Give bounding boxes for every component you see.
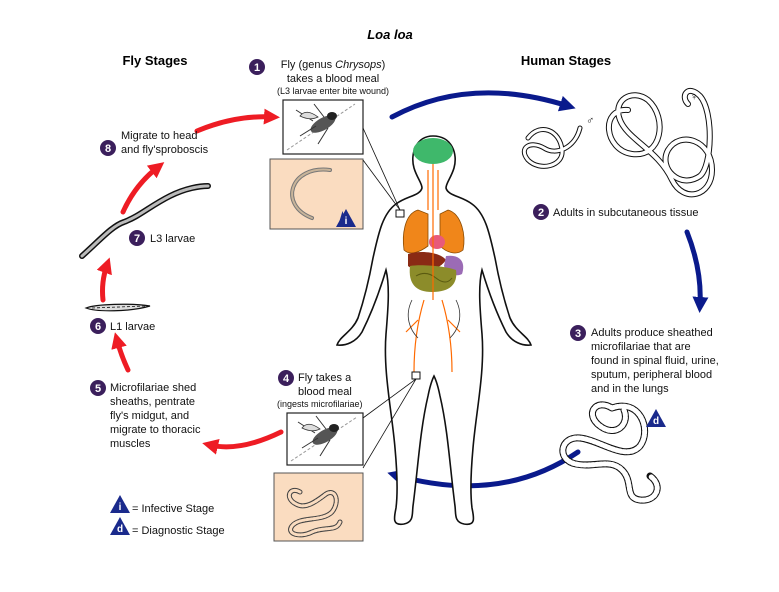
legend-infective-text: = Infective Stage: [132, 503, 214, 515]
step-2-text: Adults in subcutaneous tissue: [553, 207, 699, 219]
left-lung-organ: [402, 209, 429, 254]
step-8-text-line-1: Migrate to head: [121, 130, 197, 142]
step-6-number-badge: [90, 318, 106, 334]
step-4-text-line-2: blood meal: [298, 386, 352, 398]
step-3-number-badge: [570, 325, 586, 341]
l1-larva-illustration: [84, 303, 151, 312]
blood-vessels: [405, 164, 461, 373]
svg-text:1: 1: [254, 62, 260, 74]
arrow-step1-to-step2: [389, 90, 576, 120]
legend-diagnostic-stage: d = Diagnostic Stage: [110, 517, 225, 537]
step-5-label: 5 Microfilariae shed sheaths, pentrate f…: [90, 380, 201, 450]
step-3-text-line-5: and in the lungs: [591, 383, 669, 395]
step-1-label: 1 Fly (genus Chrysops) takes a blood mea…: [249, 59, 389, 96]
female-symbol: ♀: [690, 91, 698, 103]
svg-text:4: 4: [283, 373, 290, 385]
step-6-label: 6 L1 larvae: [90, 318, 155, 334]
legend-infective-icon: [110, 495, 130, 513]
arrow-step5-to-step6: [111, 332, 131, 373]
fly-stages-heading: Fly Stages: [122, 53, 187, 68]
svg-text:d: d: [653, 416, 659, 427]
svg-text:i: i: [119, 502, 122, 513]
sheathed-microfilariae-illustration: [559, 401, 661, 504]
step-8-number-badge: [100, 140, 116, 156]
step4-fly-panel: [286, 412, 364, 466]
infective-stage-icon: i: [336, 209, 356, 227]
step-2-number-badge: [533, 204, 549, 220]
step-5-number-badge: [90, 380, 106, 396]
step-3-text-line-1: Adults produce sheathed: [591, 327, 713, 339]
step-3-text-line-2: microfilariae that are: [591, 341, 691, 353]
step-4-text-line-1: Fly takes a: [298, 372, 352, 384]
human-stages-heading: Human Stages: [521, 53, 611, 68]
legend-diagnostic-icon: [110, 517, 130, 535]
arrow-step7-to-step8: [120, 162, 165, 215]
diagram-title: Loa loa: [367, 27, 413, 42]
step-6-text: L1 larvae: [110, 321, 155, 333]
arrow-step8-to-step1: [194, 108, 280, 134]
step1-fly-panel: [282, 99, 364, 155]
step-1-text-line-1: Fly (genus Chrysops): [281, 59, 386, 71]
svg-text:3: 3: [575, 328, 581, 340]
legend-infective-stage: i = Infective Stage: [110, 495, 214, 515]
step-5-text-line-3: fly's midgut, and: [110, 410, 189, 422]
male-symbol: ♂: [586, 115, 594, 127]
svg-text:i: i: [345, 216, 348, 227]
step-4-label: 4 Fly takes a blood meal (ingests microf…: [277, 370, 363, 409]
step-1-subtext: (L3 larvae enter bite wound): [277, 86, 389, 96]
step-5-text-line-5: muscles: [110, 438, 151, 450]
svg-text:2: 2: [538, 207, 544, 219]
step-8-label: 8 Migrate to head and fly'sproboscis: [100, 130, 209, 156]
svg-text:5: 5: [95, 383, 101, 395]
step-3-label: 3 Adults produce sheathed microfilariae …: [570, 325, 719, 395]
svg-text:d: d: [117, 524, 123, 535]
arrow-step2-to-step3: [684, 229, 709, 313]
l3-larva-illustration: [79, 183, 211, 259]
arrow-step4-to-step5: [202, 429, 284, 455]
svg-text:6: 6: [95, 321, 101, 333]
svg-text:7: 7: [134, 233, 140, 245]
step-7-text: L3 larvae: [150, 233, 195, 245]
legend: i = Infective Stage d = Diagnostic Stage: [110, 495, 225, 537]
step-1-number-badge: [249, 59, 265, 75]
step-7-label: 7 L3 larvae: [129, 230, 195, 246]
step-5-text-line-4: migrate to thoracic: [110, 424, 201, 436]
step-2-label: 2 Adults in subcutaneous tissue: [533, 204, 699, 220]
adult-worms-illustration: ♂ ♀: [521, 88, 716, 198]
diagnostic-stage-icon-step3: d: [646, 409, 666, 427]
step-7-number-badge: [129, 230, 145, 246]
brain-organ: [413, 138, 453, 164]
step-8-text-line-2: and fly'sproboscis: [121, 144, 209, 156]
step-5-text-line-2: sheaths, pentrate: [110, 396, 195, 408]
step-1-text-line-2: takes a blood meal: [287, 73, 379, 85]
legend-diagnostic-text: = Diagnostic Stage: [132, 525, 225, 537]
svg-text:8: 8: [105, 143, 111, 155]
arrow-step6-to-step7: [96, 257, 112, 303]
step-4-subtext: (ingests microfilariae): [277, 399, 363, 409]
step-5-text-line-1: Microfilariae shed: [110, 382, 196, 394]
step-3-text-line-4: sputum, peripheral blood: [591, 369, 712, 381]
arrow-step3-to-step4: [387, 449, 581, 489]
human-body-figure: [335, 127, 533, 526]
heart-organ: [429, 235, 445, 249]
step-4-number-badge: [278, 370, 294, 386]
step-3-text-line-3: found in spinal fluid, urine,: [591, 355, 719, 367]
step4-microfilariae-inset: [273, 472, 364, 542]
